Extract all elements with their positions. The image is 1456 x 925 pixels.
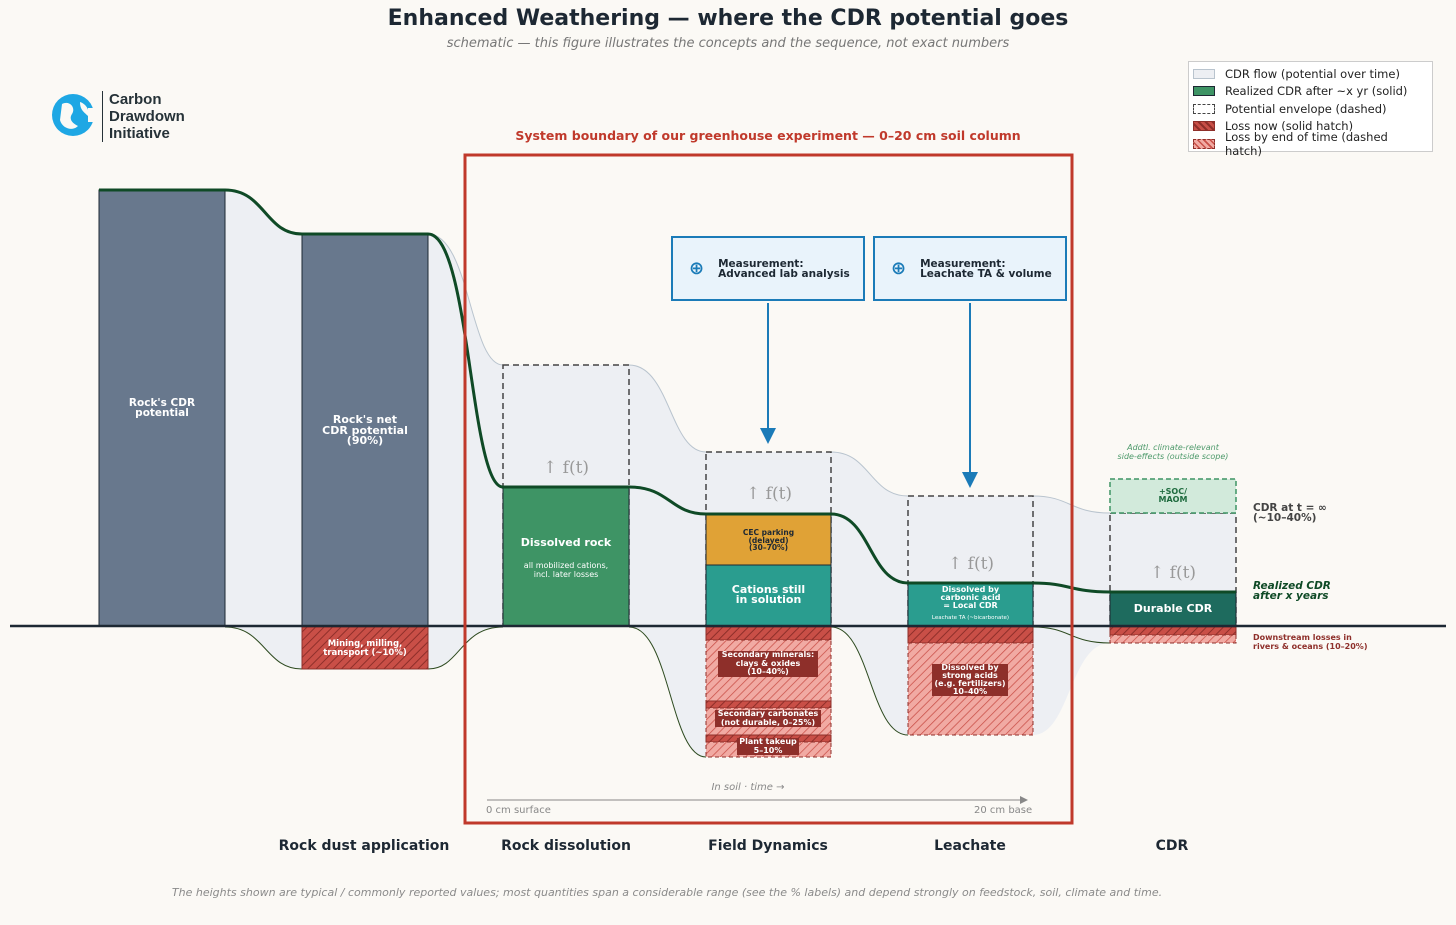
secondary-carbonates-now <box>705 700 832 709</box>
footnote: The heights shown are typical / commonly… <box>171 886 1163 899</box>
f-of-t-field: ↑ f(t) <box>746 484 793 504</box>
stage-leachate: Leachate <box>934 838 1006 854</box>
legend-item-loss-now: Loss now (solid hatch) <box>1193 118 1428 136</box>
durable-cdr-label: Durable CDR <box>1133 602 1213 615</box>
durable-cdr-block <box>1109 591 1237 627</box>
globe-icon <box>52 94 96 136</box>
stage-field-dynamics: Field Dynamics <box>708 838 828 854</box>
f-of-t-leachate: ↑ f(t) <box>948 554 995 574</box>
mining-label: Mining, milling,transport (~10%) <box>323 639 407 658</box>
cec-label: CEC parking(delayed)(30–70%) <box>742 528 795 552</box>
cdr-infinity-label: CDR at t = ∞(~10–40%) <box>1253 502 1327 524</box>
page-subtitle: schematic — this figure illustrates the … <box>446 36 1010 51</box>
leachate-loss-now <box>907 626 1034 644</box>
page-title: Enhanced Weathering — where the CDR pote… <box>387 6 1069 31</box>
time-axis-end: 20 cm base <box>974 805 1033 816</box>
system-boundary-box <box>463 153 1074 825</box>
leachate-ta-label: Leachate TA (~bicarbonate) <box>931 615 1010 621</box>
logo-line-1: Carbon <box>109 90 162 108</box>
legend-item-envelope: Potential envelope (dashed) <box>1193 100 1428 118</box>
rock-net-potential-block <box>301 233 429 627</box>
legend-item-loss-later: Loss by end of time (dashed hatch) <box>1193 130 1428 158</box>
stage-rock-dust: Rock dust application <box>278 838 450 854</box>
f-of-t-dissolved: ↑ f(t) <box>543 458 590 478</box>
measurement-box-lab: ⊕ Measurement:Advanced lab analysis <box>671 236 865 301</box>
cdr-flow-outline <box>427 233 1111 514</box>
loss-flow-lines <box>224 626 1111 758</box>
dissolved-rock-label: Dissolved rock <box>520 536 612 549</box>
logo-text: Carbon Drawdown Initiative <box>102 90 185 142</box>
soc-maom-block <box>1109 478 1237 514</box>
logo: Carbon Drawdown Initiative <box>52 82 185 150</box>
measurement-box-leachate: ⊕ Measurement:Leachate TA & volume <box>873 236 1067 301</box>
f-of-t-cdr: ↑ f(t) <box>1150 563 1197 583</box>
crosshair-icon: ⊕ <box>689 258 705 279</box>
downstream-loss-later <box>1109 634 1237 644</box>
legend-item-realized: Realized CDR after ~x yr (solid) <box>1193 83 1428 101</box>
logo-line-3: Initiative <box>109 124 170 142</box>
secondary-minerals-label: Secondary minerals:clays & oxides(10–40%… <box>718 650 818 677</box>
realized-cdr-line <box>99 188 1236 594</box>
downstream-loss-now <box>1109 626 1237 636</box>
time-axis-label: In soil · time → <box>711 782 785 793</box>
system-boundary-title: System boundary of our greenhouse experi… <box>515 128 1021 143</box>
cec-parking-block <box>705 513 832 566</box>
secondary-carbonates-label: Secondary carbonates(not durable, 0–25%) <box>715 709 821 727</box>
dissolved-rock-block <box>502 486 630 627</box>
crosshair-icon: ⊕ <box>891 258 907 279</box>
legend: CDR flow (potential over time) Realized … <box>1188 61 1433 158</box>
stage-rock-dissolution: Rock dissolution <box>501 838 631 854</box>
stage-cdr: CDR <box>1155 838 1189 854</box>
soc-maom-label: +SOC/MAOM <box>1158 487 1188 504</box>
logo-line-2: Drawdown <box>109 107 185 125</box>
dissolved-rock-sub: all mobilized cations,incl. later losses <box>523 561 609 579</box>
cations-in-solution-block <box>705 564 832 627</box>
time-axis-start: 0 cm surface <box>486 805 551 816</box>
mining-loss-block <box>301 626 429 670</box>
legend-item-flow: CDR flow (potential over time) <box>1193 65 1428 83</box>
field-loss-now <box>705 626 832 641</box>
